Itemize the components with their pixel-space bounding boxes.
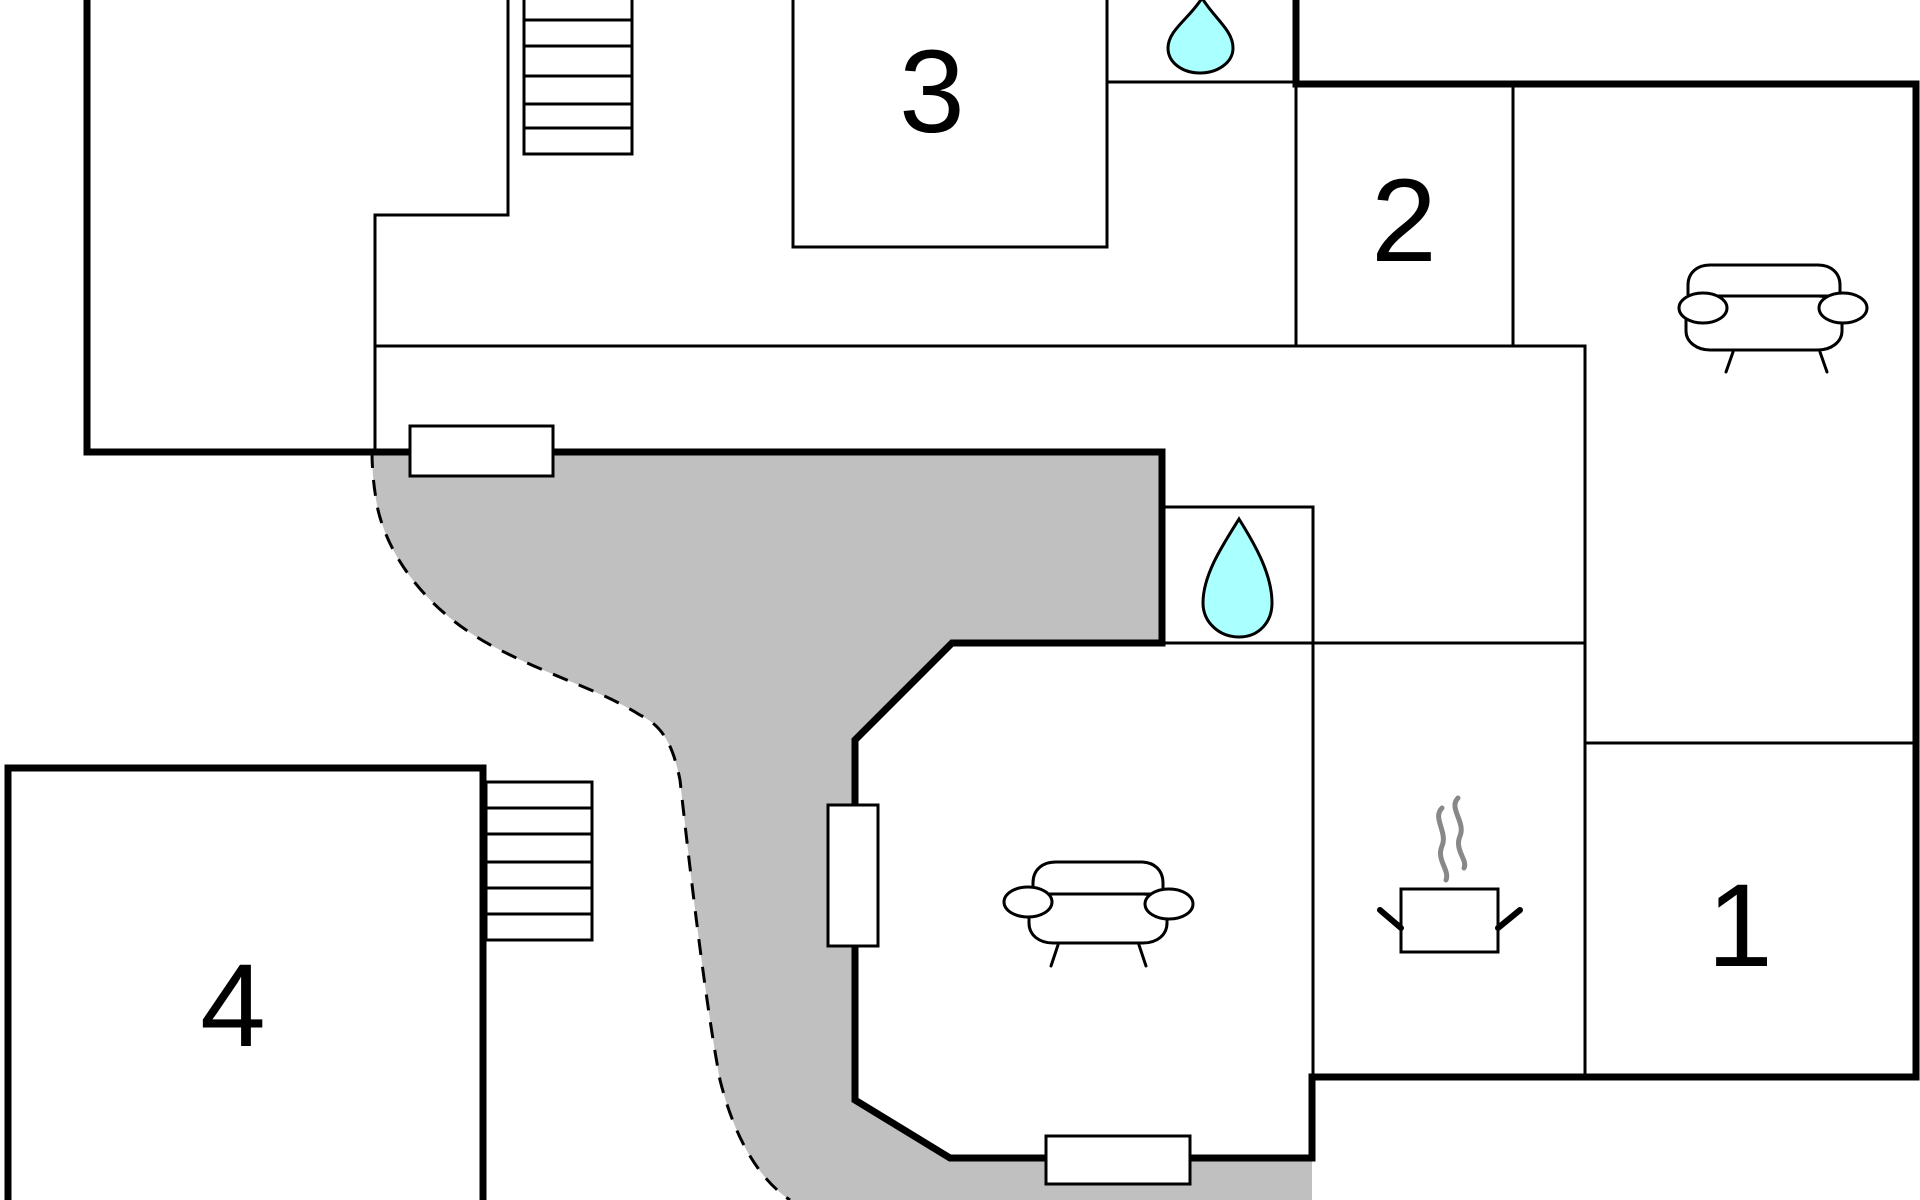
bathroom-water-drop-icon	[1166, 0, 1235, 75]
room-label-4: 4	[200, 940, 266, 1072]
room-label-2: 2	[1371, 155, 1437, 287]
terrace-boundary	[370, 451, 791, 1200]
sofa-icon	[1002, 860, 1195, 968]
stairs-icon	[484, 780, 594, 942]
bathroom-water-drop-icon	[1201, 516, 1274, 639]
stairs-icon	[522, 0, 634, 156]
window-icon	[408, 424, 555, 478]
room-label-3: 3	[899, 26, 965, 158]
window-icon	[1044, 1134, 1192, 1186]
room-label-1: 1	[1707, 860, 1773, 992]
kitchen-pot-icon	[1377, 795, 1523, 954]
interior-walls	[373, 0, 1916, 1077]
window-icon	[826, 803, 880, 948]
sofa-icon	[1677, 263, 1869, 374]
